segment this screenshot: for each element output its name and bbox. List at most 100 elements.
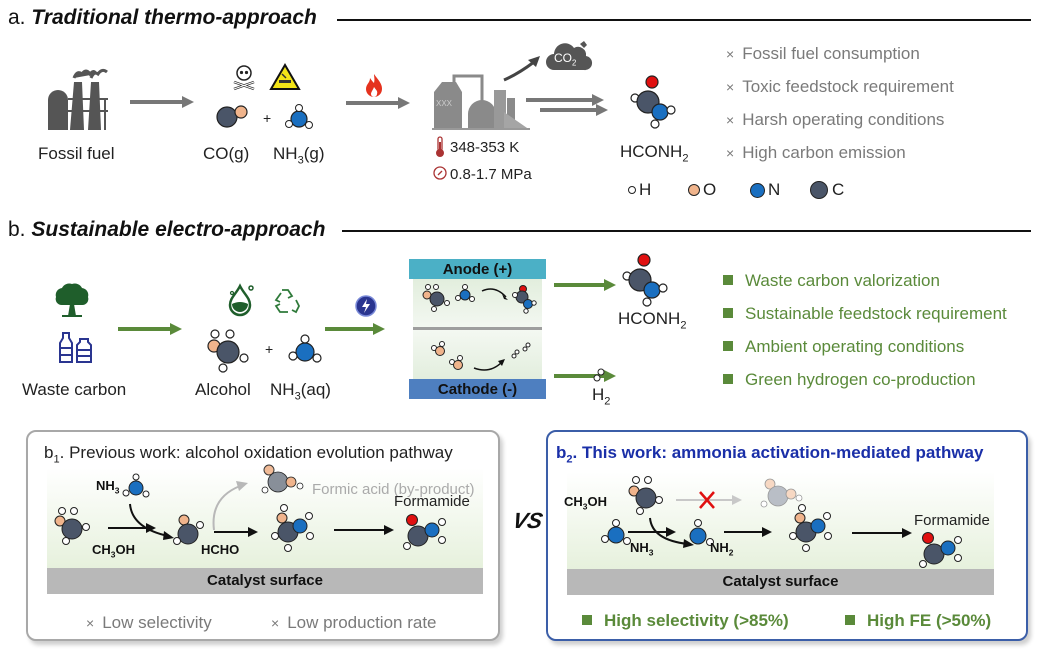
panel-b1-title: b1. Previous work: alcohol oxidation evo…: [44, 443, 453, 465]
cross-icon: ×: [86, 615, 95, 631]
versus-label: VS: [510, 508, 546, 533]
hconh2-sub: 2: [682, 152, 689, 165]
nh3-main: NH: [270, 380, 295, 399]
con-text: Low selectivity: [102, 613, 212, 632]
nh3-main: NH: [273, 144, 298, 163]
nh3-label: NH3: [630, 540, 653, 558]
formic-acid-molecule-icon: [261, 464, 304, 494]
legend-item-c: C: [810, 180, 844, 200]
alcohol-molecule-icon: [207, 329, 249, 373]
ch3oh-tail: OH: [587, 494, 607, 509]
green-square-icon: [723, 374, 733, 384]
nh3-sub: 3: [294, 390, 301, 403]
legend-label: H: [639, 180, 652, 199]
electricity-bolt-icon: [355, 295, 377, 317]
con-item: ×High carbon emission: [726, 143, 954, 176]
blocked-arrow-icon: [676, 491, 742, 509]
pro-text: High selectivity (>85%): [604, 611, 789, 630]
hconh2-main: HCONH: [618, 309, 681, 328]
section-b-title: b. Sustainable electro-approach: [8, 218, 325, 242]
intermediate-molecule-icon: [271, 504, 314, 552]
green-square-icon: [845, 615, 855, 625]
nh3-sub: 3: [648, 547, 654, 558]
chemical-plant-icon: XXX: [432, 74, 530, 130]
formic-acid-faded-icon: [760, 478, 803, 508]
green-square-icon: [723, 341, 733, 351]
con-text: Toxic feedstock requirement: [742, 77, 954, 96]
byproduct-label: Formic acid (by-product): [312, 481, 475, 498]
anode-reaction-icon: [422, 284, 537, 314]
arrow-right-icon: [108, 523, 156, 533]
con-item: × Fossil fuel consumption: [726, 44, 954, 77]
pressure-label: 0.8-1.7 MPa: [450, 166, 532, 183]
water-droplet-icon: [228, 283, 254, 317]
arrow-right-icon: [214, 527, 258, 537]
recycle-icon: [274, 289, 301, 314]
co-label: CO(g): [203, 144, 250, 163]
pressure-gauge-icon: [433, 166, 447, 180]
section-a-title-text: Traditional thermo-approach: [31, 6, 317, 29]
methanol-molecule-icon: [628, 476, 663, 515]
hconh2-label: HCONH2: [620, 142, 689, 164]
con-text: Fossil fuel consumption: [742, 44, 920, 63]
nh3-tail: (aq): [300, 380, 331, 399]
green-square-icon: [723, 308, 733, 318]
legend-label: O: [703, 180, 717, 199]
arrow-right-icon: [346, 97, 410, 109]
formamide-molecule-icon: [919, 532, 962, 568]
nh2-label: NH2: [710, 540, 733, 558]
cross-icon: ×: [726, 145, 735, 161]
hconh2-main: HCONH: [620, 142, 683, 161]
cell-membrane: [413, 327, 542, 330]
pro-item: Waste carbon valorization: [723, 271, 1007, 304]
factory-icon: [48, 68, 108, 130]
nh3-tail: (g): [303, 144, 325, 163]
alcohol-label: Alcohol: [195, 380, 251, 399]
section-b-letter: b.: [8, 218, 26, 241]
emission-arrow-icon: [503, 56, 540, 82]
carbon-swatch-icon: [810, 181, 828, 199]
co2-main: CO: [554, 51, 572, 65]
ch3oh-tail: OH: [115, 542, 135, 557]
arrow-right-icon: [628, 527, 676, 537]
co2-sub: 2: [572, 58, 577, 68]
atom-legend: H O N C: [628, 180, 844, 200]
section-b-title-text: Sustainable electro-approach: [31, 218, 326, 241]
legend-label: C: [832, 180, 845, 199]
formamide-label: Formamide: [394, 493, 470, 510]
b1-con-item: ×Low production rate: [271, 613, 437, 633]
fossil-fuel-label: Fossil fuel: [38, 144, 115, 163]
corrosive-hazard-icon: [269, 63, 301, 90]
panel-b2-title: b2. This work: ammonia activation-mediat…: [556, 443, 983, 465]
svg-text:XXX: XXX: [436, 99, 453, 108]
waste-carbon-label: Waste carbon: [22, 380, 127, 399]
b2-pro-item: High FE (>50%): [845, 611, 991, 631]
pro-text: High FE (>50%): [867, 611, 992, 630]
formamide-molecule-icon: [403, 514, 446, 550]
b2-pro-item: High selectivity (>85%): [582, 611, 789, 631]
nh3-molecule-icon: [288, 334, 322, 363]
nh2-molecule-icon: [689, 519, 714, 546]
co2-label: CO2: [554, 51, 576, 67]
nh3-molecule-icon: [122, 473, 150, 498]
arrow-right-icon: [334, 525, 394, 535]
ch3oh-sub: 3: [110, 549, 116, 560]
ch3oh-sub: 3: [582, 501, 588, 512]
pro-text: Waste carbon valorization: [745, 271, 940, 290]
pro-item: Ambient operating conditions: [723, 337, 1007, 370]
section-a-letter: a.: [8, 6, 26, 29]
panel-prefix: b: [556, 443, 567, 462]
nh3-main: NH: [630, 540, 649, 555]
nh3-molecule-icon: [285, 104, 313, 129]
hydrogen-swatch-icon: [628, 186, 636, 194]
panel-prefix-sub: 1: [53, 453, 60, 466]
cathode-label: Cathode (-): [409, 379, 546, 399]
h2-main: H: [592, 385, 605, 404]
nh3-aq-label: NH3(aq): [270, 380, 331, 402]
con-item: ×Toxic feedstock requirement: [726, 77, 954, 110]
pro-item: Sustainable feedstock requirement: [723, 304, 1007, 337]
cross-icon: ×: [726, 46, 735, 62]
nh3-gas-label: NH3(g): [273, 144, 325, 166]
temperature-label: 348-353 K: [450, 139, 520, 156]
legend-item-h: H: [628, 180, 688, 200]
